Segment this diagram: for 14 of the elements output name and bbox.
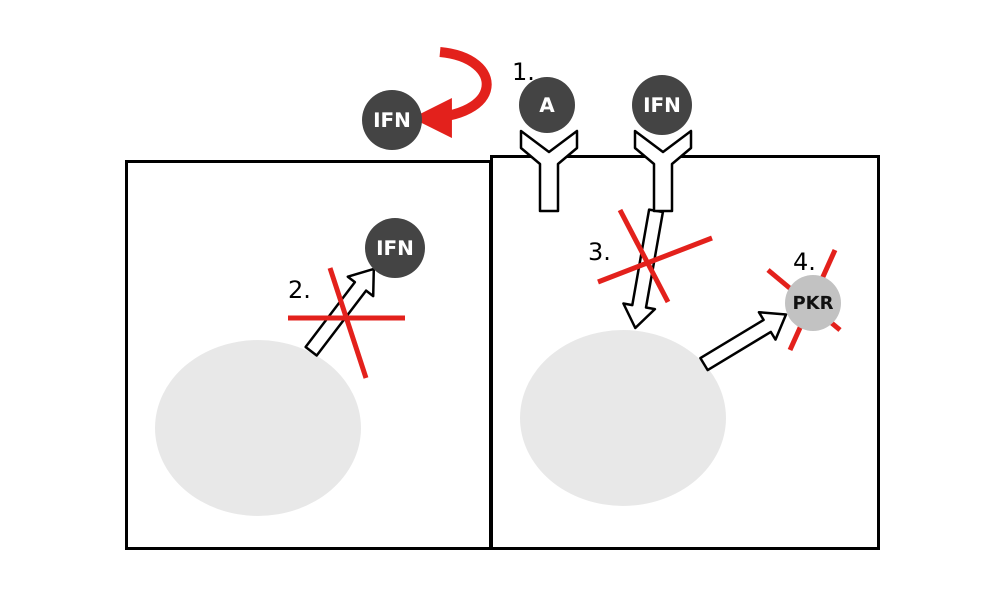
molecule-circle: IFN xyxy=(632,75,692,135)
step-number: 3. xyxy=(588,240,611,264)
molecule-circle: IFN xyxy=(362,90,422,150)
cell-outline xyxy=(490,155,880,550)
step-number: 4. xyxy=(793,250,816,274)
cell-outline xyxy=(125,160,492,550)
block-arrow xyxy=(699,310,788,372)
receptor-drawing xyxy=(634,130,692,212)
step-number: 2. xyxy=(288,278,311,302)
molecule-circle: PKR xyxy=(785,275,841,331)
block-arrow xyxy=(622,208,664,330)
receptor-drawing xyxy=(520,130,578,212)
block-arrow xyxy=(304,268,376,357)
molecule-circle: IFN xyxy=(365,218,425,278)
